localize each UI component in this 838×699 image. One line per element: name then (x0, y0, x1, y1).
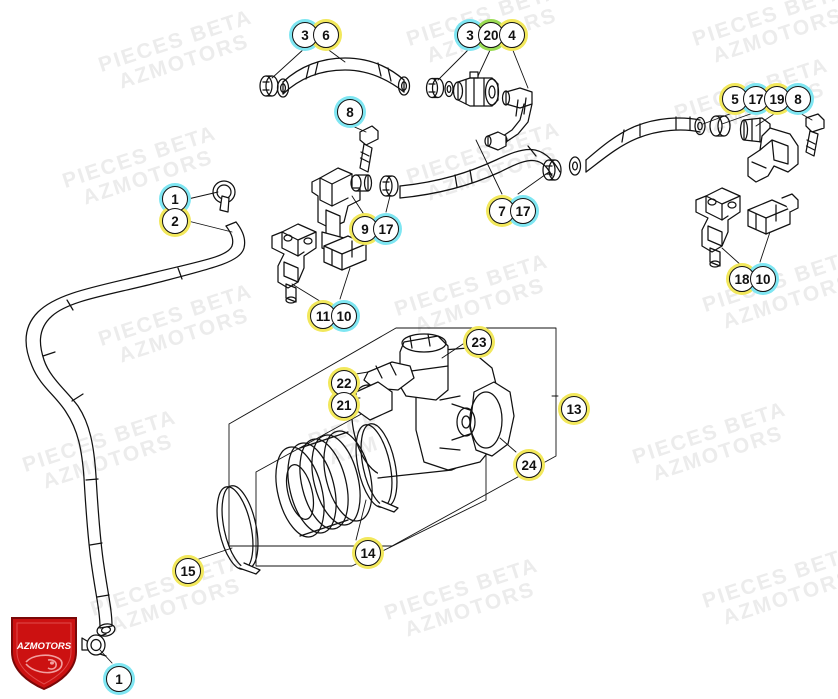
azmotors-logo: AZMOTORS (11, 617, 77, 691)
callout-c8a[interactable]: 8 (337, 99, 363, 125)
callout-number: 10 (336, 308, 352, 324)
throttle-body-part-13 (351, 333, 515, 479)
callout-c2[interactable]: 2 (162, 208, 188, 234)
callout-number: 17 (378, 221, 394, 237)
callout-number: 3 (466, 27, 474, 43)
callout-number: 4 (508, 27, 516, 43)
callout-number: 21 (336, 397, 352, 413)
callout-number: 5 (731, 91, 739, 107)
callout-number: 8 (346, 104, 354, 120)
callout-number: 24 (521, 457, 537, 473)
callout-number: 1 (171, 191, 179, 207)
callout-number: 17 (515, 203, 531, 219)
callout-c17c[interactable]: 17 (510, 198, 536, 224)
callout-c4[interactable]: 4 (499, 22, 525, 48)
callout-c21[interactable]: 21 (331, 392, 357, 418)
clamp-ring-upper (355, 423, 399, 513)
callout-number: 3 (301, 27, 309, 43)
hose-part-2-long (25, 221, 246, 637)
callout-number: 20 (483, 27, 499, 43)
callout-c6[interactable]: 6 (313, 22, 339, 48)
nut-part-4-lower (484, 131, 507, 151)
callout-number: 15 (180, 563, 196, 579)
ferrule-hose-7-right (568, 156, 582, 176)
clamp-part-17-middle (379, 175, 399, 197)
logo-text: AZMOTORS (16, 641, 72, 652)
callout-number: 23 (471, 334, 487, 350)
callout-c23[interactable]: 23 (466, 329, 492, 355)
callout-c13[interactable]: 13 (561, 396, 587, 422)
clamp-part-3-right (425, 77, 445, 99)
callout-number: 19 (769, 91, 785, 107)
callout-number: 14 (360, 545, 376, 561)
injector-part-18 (695, 187, 741, 268)
callout-c24[interactable]: 24 (516, 452, 542, 478)
hose-right-upper (585, 116, 706, 173)
callout-number: 13 (566, 401, 582, 417)
connector-part-20 (452, 71, 500, 107)
callout-number: 6 (322, 27, 330, 43)
hose-part-6 (276, 57, 411, 98)
bolt-part-8-middle (359, 125, 379, 173)
callout-number: 7 (498, 203, 506, 219)
callout-c15[interactable]: 15 (175, 558, 201, 584)
connector-part-10-right (747, 193, 799, 235)
callout-number: 22 (336, 375, 352, 391)
callout-number: 9 (361, 221, 369, 237)
clamp-part-3-left (259, 75, 279, 97)
callout-c10a[interactable]: 10 (331, 303, 357, 329)
callout-c17b[interactable]: 17 (373, 216, 399, 242)
callout-number: 18 (734, 271, 750, 287)
bolt-part-8-right (805, 113, 825, 157)
callout-c10b[interactable]: 10 (750, 266, 776, 292)
callout-number: 2 (171, 213, 179, 229)
intake-boot-part-14 (275, 430, 373, 538)
callout-number: 17 (748, 91, 764, 107)
clamp-part-1-top (212, 180, 236, 213)
washer-small-top (444, 80, 454, 98)
connector-part-10-left (323, 235, 367, 271)
callout-c14[interactable]: 14 (355, 540, 381, 566)
clamp-part-17-right (542, 159, 562, 181)
callout-number: 10 (755, 271, 771, 287)
clamp-part-15 (216, 485, 261, 575)
sensor-body-right (747, 127, 799, 183)
clamp-part-17-far-right (709, 115, 731, 137)
callout-number: 11 (315, 308, 331, 324)
callout-number: 1 (115, 671, 123, 687)
callout-c8b[interactable]: 8 (785, 86, 811, 112)
clamp-part-1-bottom (81, 633, 107, 657)
hose-part-7 (399, 145, 561, 199)
callout-number: 8 (794, 91, 802, 107)
injector-part-11 (271, 223, 317, 304)
callout-c1b[interactable]: 1 (106, 666, 132, 692)
